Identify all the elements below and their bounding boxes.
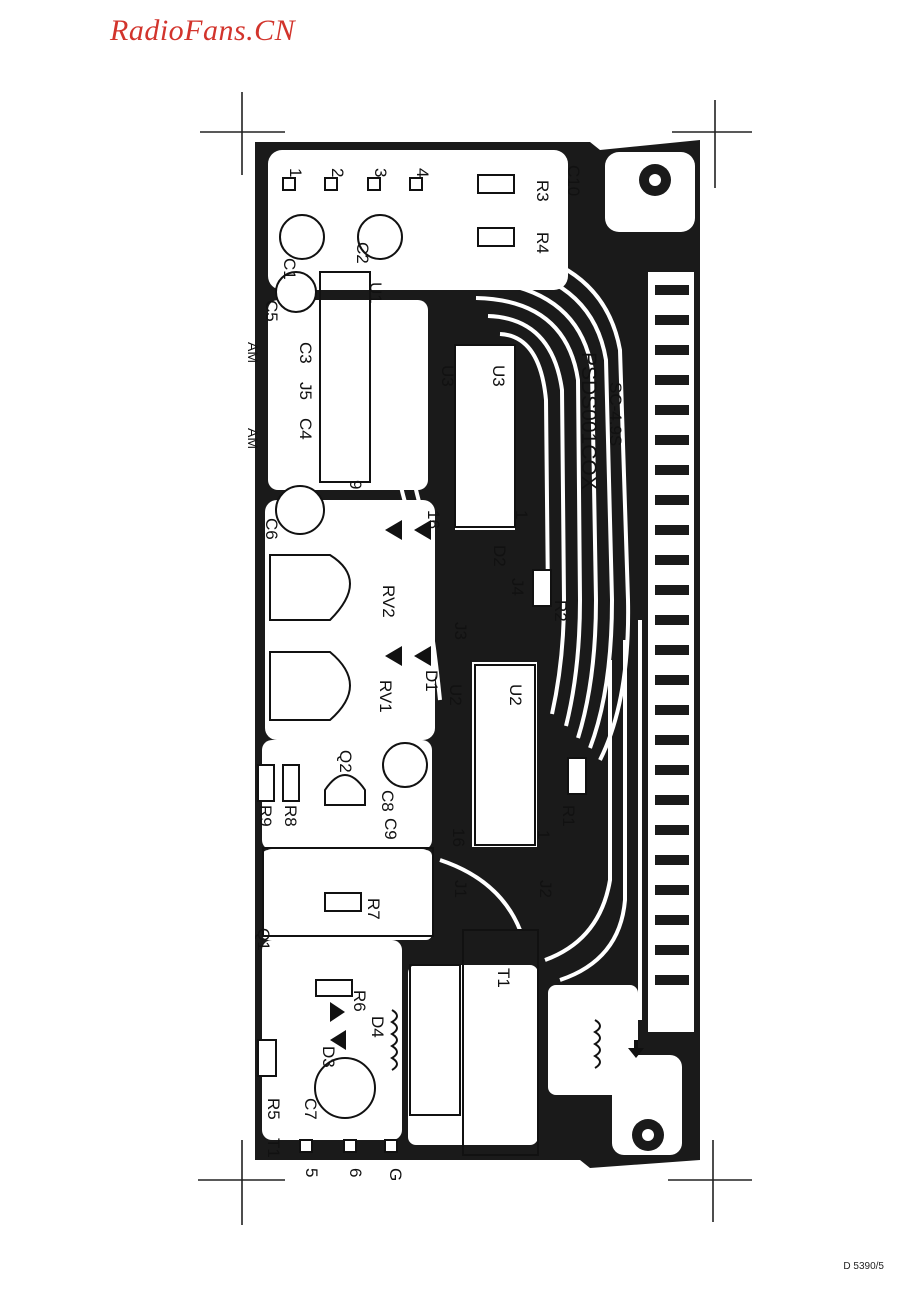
terminal-3-label: 3	[371, 168, 390, 177]
j4-label: J4	[508, 578, 527, 596]
d3-label: D3	[319, 1046, 338, 1068]
u3-label-a: U3	[438, 365, 457, 387]
r7-label: R7	[364, 898, 383, 920]
side-mark-top: AM	[245, 342, 261, 363]
mounting-holes	[632, 164, 671, 1151]
q2-label: Q2	[336, 750, 355, 773]
c2-label: C2	[353, 242, 372, 264]
pin-9-mark: 9	[346, 480, 365, 489]
watermark-logo: RadioFans.CN	[110, 14, 296, 47]
d1-label: D1	[422, 670, 441, 692]
rv2-label: RV2	[379, 585, 398, 618]
c9-label: C9	[381, 818, 400, 840]
c8-label: C8	[378, 790, 397, 812]
r9-label: R9	[256, 805, 275, 827]
capacitors	[275, 214, 428, 1119]
c3-label: C3	[296, 342, 315, 364]
r8-label: R8	[281, 805, 300, 827]
pin-1-mark-u3: 1	[512, 510, 531, 519]
d2-label: D2	[490, 545, 509, 567]
transformer-coils	[390, 1009, 601, 1071]
ic-outlines	[262, 271, 539, 1156]
r2-label: R2	[551, 600, 570, 622]
rv1-label: RV1	[376, 680, 395, 713]
document-code: D 5390/5	[843, 1261, 884, 1272]
edge-connector	[655, 285, 689, 985]
r1-label: R1	[559, 805, 578, 827]
u2-label-b: U2	[506, 684, 525, 706]
r6-label: R6	[350, 990, 369, 1012]
c1-label: C1	[280, 258, 299, 280]
j1-label: J1	[451, 880, 470, 898]
c6-label: C6	[262, 518, 281, 540]
t1-label-b: T1	[264, 1138, 283, 1158]
terminal-1-label: 1	[286, 168, 305, 177]
c5-label: C5	[262, 300, 281, 322]
terminal-pads	[282, 177, 423, 1153]
pin-16-mark-u2: 16	[449, 828, 468, 847]
trimmers	[269, 554, 351, 721]
u1-label: U1	[366, 282, 385, 304]
pin-16-mark-u3: 16	[424, 510, 443, 529]
u2-label-a: U2	[446, 684, 465, 706]
q1-label: Q1	[254, 928, 273, 951]
pin-1-mark-u2: 1	[534, 830, 553, 839]
orientation-arrow-icon	[628, 1040, 644, 1058]
r3-label: R3	[533, 180, 552, 202]
q2-outline	[324, 774, 366, 806]
j3-label: J3	[451, 622, 470, 640]
r5-label: R5	[264, 1098, 283, 1120]
terminal-5-label: 5	[302, 1168, 321, 1177]
terminal-6-label: 6	[346, 1168, 365, 1177]
t1-label-a: T1	[494, 968, 513, 988]
diodes	[330, 520, 431, 1050]
j2-label: J2	[536, 880, 555, 898]
r4-label: R4	[533, 232, 552, 254]
c4-label: C4	[296, 418, 315, 440]
terminal-g-label: G	[386, 1168, 405, 1181]
crop-marks	[198, 92, 752, 1225]
copper-traces	[298, 242, 642, 1042]
u3-label-b: U3	[489, 365, 508, 387]
j5-label: J5	[296, 382, 315, 400]
terminal-2-label: 2	[328, 168, 347, 177]
resistors	[257, 174, 587, 1077]
terminal-4-label: 4	[413, 168, 432, 177]
d4-label: D4	[368, 1016, 387, 1038]
stamp-label: SC-4.9S	[606, 382, 625, 446]
c10-label: C10	[564, 165, 583, 196]
side-mark-bottom: AM	[245, 428, 261, 449]
silkscreen-labels: 1 2 3 4 5 6 G 9 16 1 16 1 U1 U3 U3 U2 U2…	[245, 165, 625, 1181]
part-number-label: PSDS001COX	[577, 352, 600, 490]
c7-label: C7	[301, 1098, 320, 1120]
